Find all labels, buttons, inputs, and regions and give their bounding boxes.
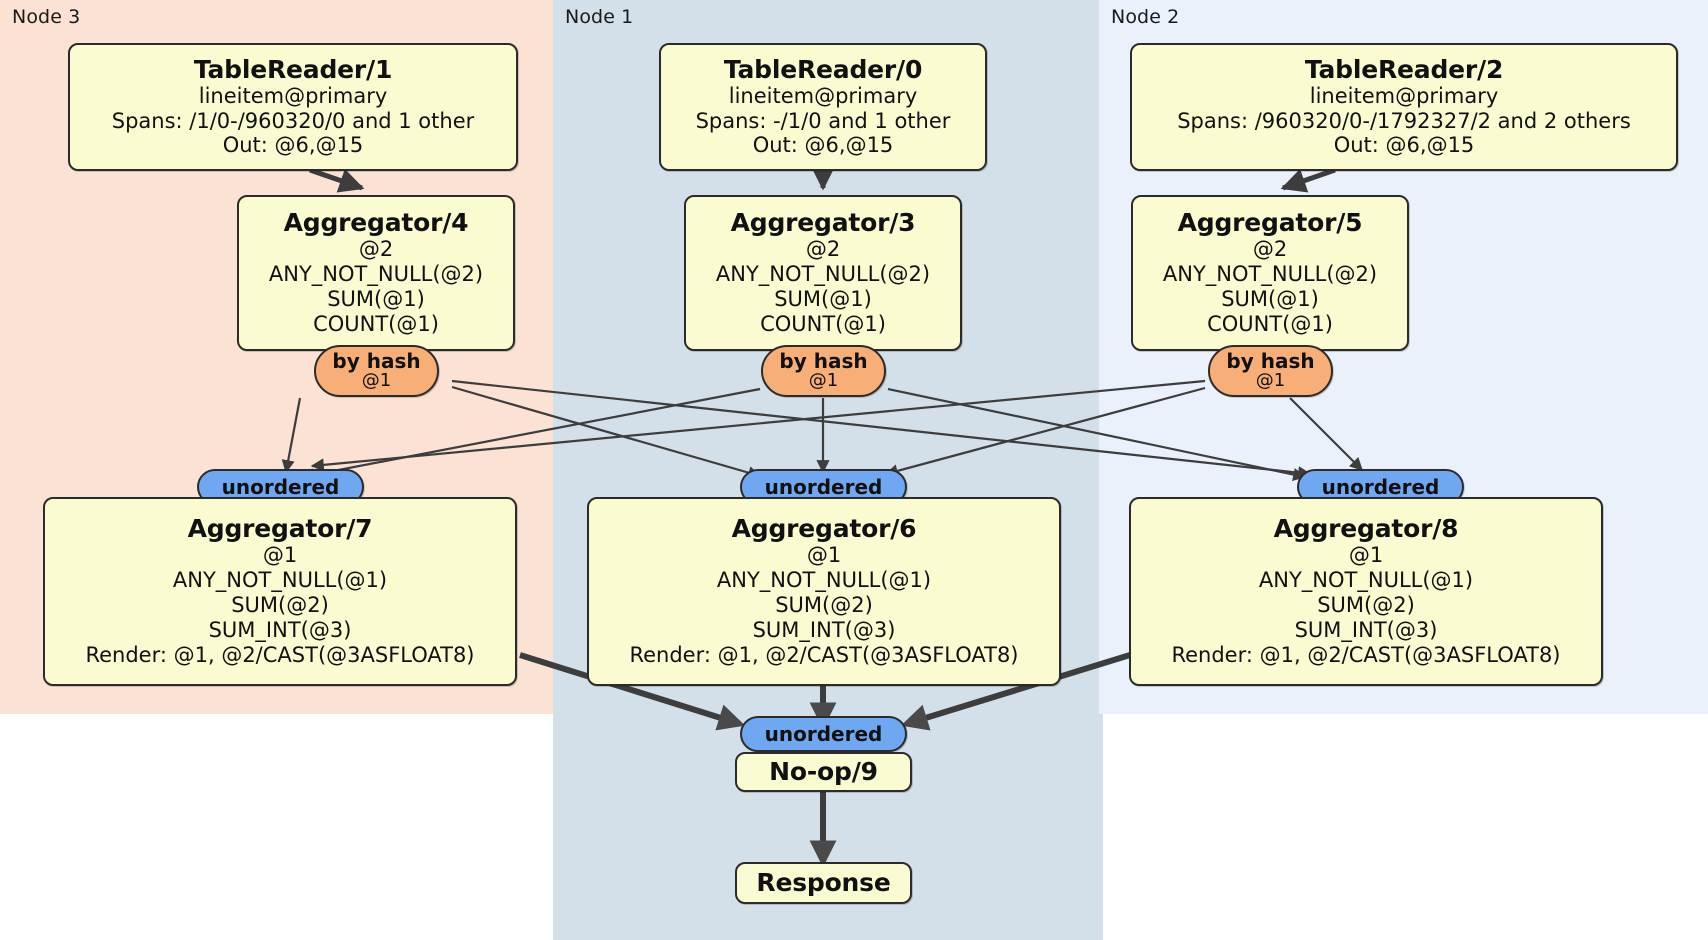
router-label: by hash [779, 349, 868, 374]
processor-detail-line: lineitem@primary [728, 83, 918, 108]
processor-detail-line: Out: @6,@15 [752, 133, 894, 158]
processor-detail-line: Spans: /960320/0-/1792327/2 and 2 others [1177, 108, 1631, 133]
processor-detail-line: Out: @6,@15 [1333, 133, 1475, 158]
processor-detail-line: SUM_INT(@3) [1294, 617, 1438, 642]
router-label: by hash [332, 349, 421, 374]
synchronizer-label: unordered [221, 475, 340, 499]
processor-detail-line: @1 [1348, 543, 1384, 568]
processor-title: Aggregator/7 [187, 514, 373, 544]
router-by-hash-center[interactable]: by hash @1 [761, 345, 886, 397]
processor-detail-line: SUM_INT(@3) [752, 617, 896, 642]
synchronizer-unordered-final[interactable]: unordered [740, 716, 907, 752]
processor-detail-line: SUM(@1) [774, 287, 872, 311]
processor-detail-line: Spans: -/1/0 and 1 other [695, 108, 951, 133]
processor-detail-line: @2 [1252, 237, 1288, 262]
processor-title: Aggregator/3 [730, 208, 916, 238]
processor-detail-line: ANY_NOT_NULL(@2) [268, 262, 484, 287]
processor-box-response[interactable]: Response [735, 862, 912, 904]
processor-title: Response [756, 868, 891, 897]
processor-detail-line: SUM(@1) [327, 287, 425, 311]
processor-title: TableReader/1 [193, 54, 393, 84]
processor-title: Aggregator/8 [1273, 514, 1459, 544]
processor-detail-line: @1 [806, 543, 842, 568]
processor-render-line: Render: @1, @2/CAST(@3ASFLOAT8) [85, 642, 475, 667]
processor-box-table-reader-1[interactable]: TableReader/1 lineitem@primary Spans: /1… [68, 43, 518, 171]
processor-detail-line: ANY_NOT_NULL(@2) [1162, 262, 1378, 287]
processor-detail-line: @2 [358, 237, 394, 262]
processor-title: Aggregator/5 [1177, 208, 1363, 238]
processor-box-no-op-9[interactable]: No-op/9 [735, 752, 912, 792]
processor-detail-line: ANY_NOT_NULL(@2) [715, 262, 931, 287]
processor-title: Aggregator/6 [731, 514, 917, 544]
processor-render-line: Render: @1, @2/CAST(@3ASFLOAT8) [1171, 642, 1561, 667]
processor-box-aggregator-6[interactable]: Aggregator/6 @1 ANY_NOT_NULL(@1) SUM(@2)… [587, 497, 1061, 686]
processor-box-aggregator-4[interactable]: Aggregator/4 @2 ANY_NOT_NULL(@2) SUM(@1)… [237, 195, 515, 351]
processor-box-aggregator-8[interactable]: Aggregator/8 @1 ANY_NOT_NULL(@1) SUM(@2)… [1129, 497, 1603, 686]
processor-detail-line: ANY_NOT_NULL(@1) [716, 568, 932, 593]
processor-detail-line: Out: @6,@15 [222, 133, 364, 158]
processor-title: Aggregator/4 [283, 208, 469, 238]
router-column: @1 [361, 370, 392, 392]
processor-detail-line: SUM(@1) [1221, 287, 1319, 311]
processor-title: TableReader/2 [1304, 54, 1504, 84]
processor-box-aggregator-3[interactable]: Aggregator/3 @2 ANY_NOT_NULL(@2) SUM(@1)… [684, 195, 962, 351]
processor-box-aggregator-5[interactable]: Aggregator/5 @2 ANY_NOT_NULL(@2) SUM(@1)… [1131, 195, 1409, 351]
processor-detail-line: lineitem@primary [198, 83, 388, 108]
processor-box-table-reader-2[interactable]: TableReader/2 lineitem@primary Spans: /9… [1130, 43, 1678, 171]
processor-box-table-reader-0[interactable]: TableReader/0 lineitem@primary Spans: -/… [659, 43, 987, 171]
router-by-hash-right[interactable]: by hash @1 [1208, 345, 1333, 397]
processor-detail-line: ANY_NOT_NULL(@1) [172, 568, 388, 593]
processor-detail-line: Spans: /1/0-/960320/0 and 1 other [111, 108, 475, 133]
processor-box-aggregator-7[interactable]: Aggregator/7 @1 ANY_NOT_NULL(@1) SUM(@2)… [43, 497, 517, 686]
node-label-node-2: Node 2 [1111, 6, 1180, 28]
processor-detail-line: lineitem@primary [1309, 83, 1499, 108]
processor-detail-line: COUNT(@1) [313, 311, 439, 336]
node-label-node-3: Node 3 [12, 6, 81, 28]
processor-detail-line: SUM(@2) [1317, 593, 1415, 617]
processor-detail-line: COUNT(@1) [760, 311, 886, 336]
node-label-node-1: Node 1 [565, 6, 634, 28]
router-column: @1 [1255, 370, 1286, 392]
processor-detail-line: @2 [805, 237, 841, 262]
processor-detail-line: COUNT(@1) [1207, 311, 1333, 336]
processor-detail-line: SUM(@2) [231, 593, 329, 617]
processor-detail-line: SUM(@2) [775, 593, 873, 617]
router-by-hash-left[interactable]: by hash @1 [314, 345, 439, 397]
router-label: by hash [1226, 349, 1315, 374]
synchronizer-label: unordered [1321, 475, 1440, 499]
synchronizer-label: unordered [764, 722, 883, 746]
synchronizer-label: unordered [764, 475, 883, 499]
processor-title: TableReader/0 [723, 54, 923, 84]
processor-render-line: Render: @1, @2/CAST(@3ASFLOAT8) [629, 642, 1019, 667]
processor-detail-line: ANY_NOT_NULL(@1) [1258, 568, 1474, 593]
router-column: @1 [808, 370, 839, 392]
processor-title: No-op/9 [769, 757, 878, 786]
processor-detail-line: @1 [262, 543, 298, 568]
processor-detail-line: SUM_INT(@3) [208, 617, 352, 642]
